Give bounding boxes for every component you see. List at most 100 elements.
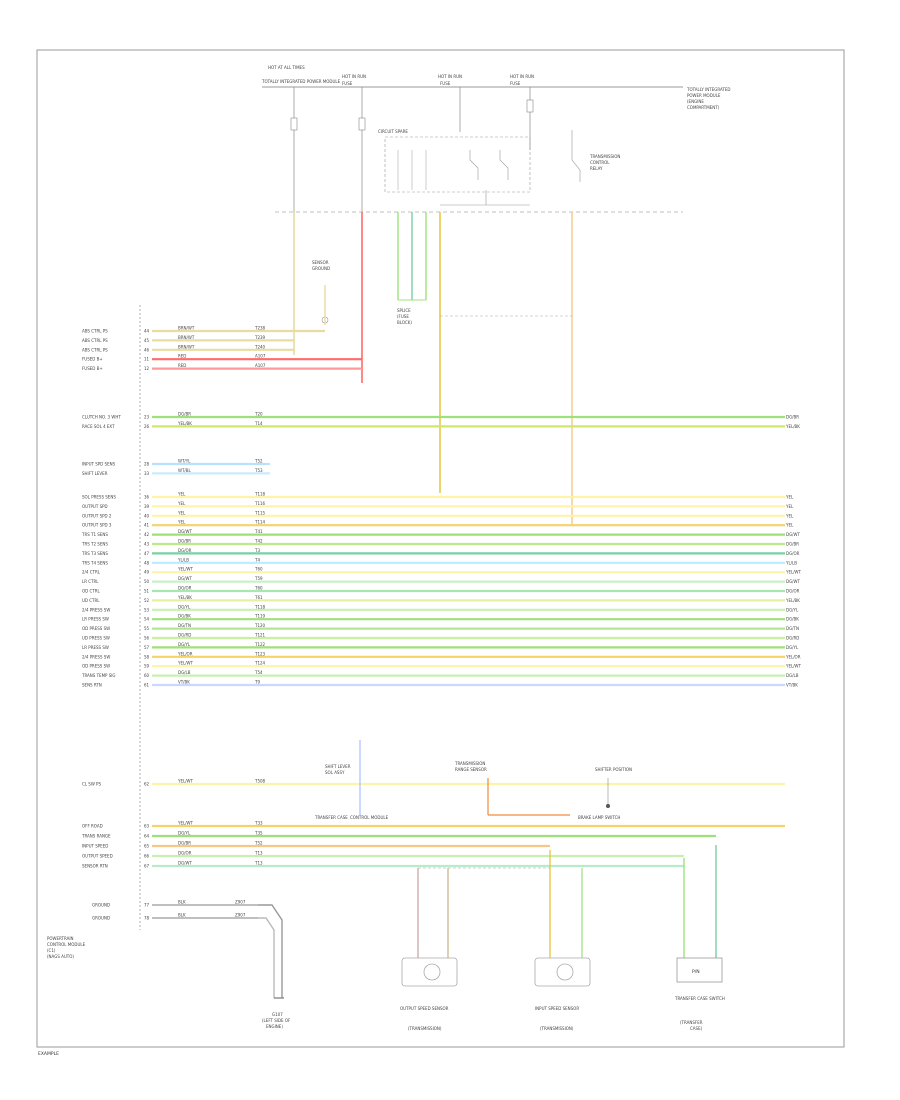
wire-color-label: YEL/BK <box>177 595 192 600</box>
pin-label: ABS CTRL PS <box>82 329 108 334</box>
pin-label: TRS T2 SENS <box>81 542 108 547</box>
note-label-1: TRANSFER CASE <box>314 815 348 820</box>
fuse-label-2: HOT IN RUN <box>342 74 366 79</box>
splice-label-1: SENSOR <box>312 260 329 265</box>
wire-code-label: T53 <box>254 468 263 473</box>
wire-code-label: A107 <box>255 354 266 359</box>
fuse-label-1b: TOTALLY INTEGRATED POWER MODULE <box>261 79 341 84</box>
wire-color-label: WT/BL <box>178 468 191 473</box>
wire-right-label: YEL/WT <box>785 664 802 669</box>
bottom-wires <box>258 845 717 999</box>
wire-code-label: T238 <box>254 326 266 331</box>
wire-right-label: YEL <box>785 513 794 518</box>
wire-color-label: DG/OR <box>178 586 192 591</box>
diagram-frame <box>36 49 845 1048</box>
wire-code-label: T14 <box>254 421 263 426</box>
wire-code-label: T118 <box>254 604 266 609</box>
wire-code-label: T60 <box>254 567 263 572</box>
wire-color-label: DG/RD <box>178 633 191 638</box>
wire-code-label: T115 <box>254 510 266 515</box>
wire-code-label: T52 <box>254 459 263 464</box>
wire-code-label: T13 <box>254 851 263 856</box>
fuse-label-3b: FUSE <box>440 81 451 86</box>
pin-number: 41 <box>144 523 150 528</box>
pin-number: 39 <box>144 504 150 509</box>
wire-code-label: T35 <box>254 831 263 836</box>
wire-color-label: DG/YL <box>178 642 191 647</box>
pin-label: CLUTCH NO. 3 WHT <box>82 415 121 420</box>
wire-color-label: BRN/WT <box>178 344 195 349</box>
shifter-splice <box>606 804 610 808</box>
pin-number: 47 <box>144 551 150 556</box>
trans-relay-label-2: CONTROL <box>590 160 610 165</box>
wire-code-label: T123 <box>254 651 266 656</box>
wire-code-label: T9 <box>254 680 260 685</box>
wire-right-label: DG/OR <box>786 589 800 594</box>
wire-code-label: T4 <box>254 557 260 562</box>
tipm-label-3: (ENGINE <box>687 99 704 104</box>
wire-right-label: DG/YL <box>786 607 799 612</box>
wire-color-label: DG/BR <box>178 412 191 417</box>
relay-switch-2 <box>499 150 509 180</box>
case-label: P/N <box>692 969 700 975</box>
wire-right-label: DG/BR <box>786 542 799 547</box>
wire-right-label: DG/YL <box>786 645 799 650</box>
wire-color-label: DG/WT <box>178 529 192 534</box>
pin-number: 33 <box>144 471 150 476</box>
pin-number: 48 <box>144 560 150 565</box>
wire-right-label: YEL/BK <box>785 424 800 429</box>
module-label-1: POWERTRAIN <box>47 936 74 941</box>
comp-output-l1: (TRANSMISSION) <box>408 1026 442 1031</box>
wire-color-label: YEL/BK <box>177 421 192 426</box>
wire-right-label: DG/BR <box>786 415 799 420</box>
pin-label: LR PRESS SW <box>82 645 109 650</box>
wire-color-label: DG/WT <box>178 576 192 581</box>
pin-number: 11 <box>144 357 150 362</box>
wire-right-label: DG/WT <box>786 579 800 584</box>
wire-color-label: BRN/WT <box>178 326 195 331</box>
pin-number: 46 <box>144 347 150 352</box>
comp-g107: G107 <box>272 1012 283 1017</box>
pin-label: TRANS RANGE <box>81 834 111 839</box>
pin-number: 65 <box>144 844 150 849</box>
wire-color-label: BLK <box>178 913 186 918</box>
wire-right-label: VT/BK <box>786 683 798 688</box>
pin-label: OD PRESS SW <box>82 626 110 631</box>
wire-color-label: RED <box>178 363 186 368</box>
fuse-2 <box>358 117 366 131</box>
pin-label: OUTPUT SPD 3 <box>82 523 112 528</box>
wire-code-label: T59 <box>254 576 263 581</box>
wire-code-label: T124 <box>254 661 266 666</box>
pin-label: LR PRESS SW <box>82 617 109 622</box>
pin-number: 43 <box>144 542 150 547</box>
input-sensor-icon <box>556 963 574 981</box>
wire-color-label: YEL <box>177 492 186 497</box>
pin-number: 57 <box>144 645 150 650</box>
wire-color-label: YEL <box>177 520 186 525</box>
pin-label: INPUT SPEED <box>82 844 108 849</box>
pin-label: 2/4 CTRL <box>82 570 101 575</box>
fuse-label-4: HOT IN RUN <box>510 74 534 79</box>
pin-number: 56 <box>144 636 150 641</box>
fuse-label-1: HOT AT ALL TIMES <box>268 65 305 70</box>
